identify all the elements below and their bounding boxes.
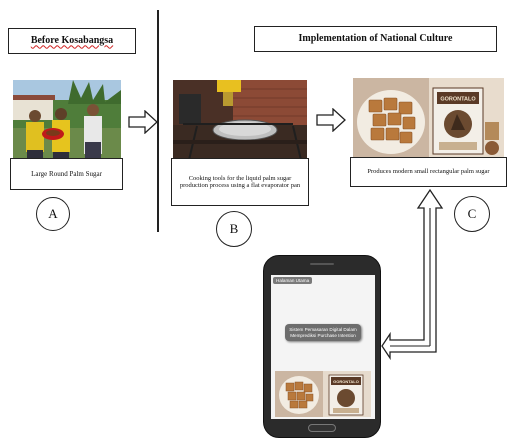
- phone-tab-home[interactable]: Halaman Utama: [273, 277, 313, 284]
- marker-c-text: C: [467, 206, 477, 221]
- phone-screen: Halaman Utama Sistem Pemasaran Digital D…: [271, 275, 375, 419]
- photo-evaporator-pan: [173, 80, 307, 162]
- double-arrow-phone-product: [381, 188, 444, 361]
- phone-product-image: GORONTALO: [275, 371, 371, 417]
- section-divider: [157, 10, 159, 232]
- photo-modern-palm-sugar: GORONTALO: [353, 78, 504, 160]
- marker-b-text: B: [229, 221, 239, 236]
- smartphone: Halaman Utama Sistem Pemasaran Digital D…: [263, 255, 381, 438]
- caption-c-text: Produces modern small rectangular palm s…: [367, 168, 490, 176]
- photo-farmers-palm-sugar: [13, 80, 121, 162]
- arrow-b-to-c: [316, 108, 346, 132]
- implementation-text: Implementation of National Culture: [298, 33, 453, 45]
- arrow-a-to-b: [128, 110, 158, 134]
- caption-a-text: Large Round Palm Sugar: [31, 169, 102, 178]
- marker-a-text: A: [48, 206, 58, 221]
- before-kosabangsa-header: Before Kosabangsa: [8, 28, 136, 54]
- before-kosabangsa-text: Before Kosabangsa: [30, 35, 114, 47]
- phone-center-caption-text: Sistem Pemasaran Digital Dalam Mempredik…: [289, 327, 357, 338]
- phone-home-button[interactable]: [308, 424, 336, 432]
- phone-tab-label: Halaman Utama: [276, 278, 310, 283]
- package-brand-phone: GORONTALO: [333, 379, 359, 384]
- phone-speaker: [310, 263, 334, 265]
- marker-a: A: [36, 197, 70, 231]
- package-brand-c: GORONTALO: [440, 97, 476, 103]
- implementation-header: Implementation of National Culture: [254, 26, 497, 52]
- caption-b-text: Cooking tools for the liquid palm sugar …: [179, 174, 301, 189]
- caption-b: Cooking tools for the liquid palm sugar …: [171, 158, 309, 206]
- marker-c: C: [454, 196, 490, 232]
- phone-center-caption: Sistem Pemasaran Digital Dalam Mempredik…: [285, 324, 361, 341]
- caption-a: Large Round Palm Sugar: [10, 158, 123, 190]
- caption-c: Produces modern small rectangular palm s…: [350, 157, 507, 187]
- marker-b: B: [216, 211, 252, 247]
